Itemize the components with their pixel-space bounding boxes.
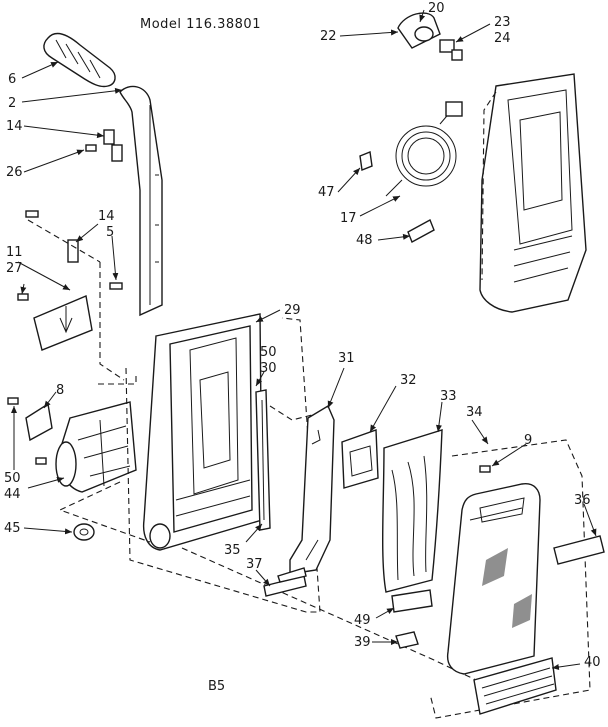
callout-50-right: 50 [260,345,277,360]
motor-cover [55,401,137,493]
callout-48: 48 [356,233,373,248]
callout-35: 35 [224,543,241,558]
screws-50-44 [7,397,47,465]
guide-bag-holder [269,405,317,421]
switch-assembly-22 [397,12,441,49]
power-cord-17 [385,101,463,197]
callout-31: 31 [338,351,355,366]
plug-48 [407,219,435,243]
guide-handle [99,262,125,381]
upper-handle-tube [119,85,163,317]
callout-32: 32 [400,373,417,388]
handle-grip [43,32,116,88]
model-title: Model 116.38801 [140,17,261,32]
callout-14: 14 [6,119,23,134]
callout-22: 22 [320,29,337,44]
handle-clip [103,129,123,162]
bag-collar-32 [341,429,379,489]
clip-39 [395,631,419,649]
filter-49 [391,589,433,613]
callout-45: 45 [4,521,21,536]
callout-30: 30 [260,361,277,376]
footer-code: B5 [208,679,225,694]
screw-5 [109,282,123,290]
door-glare-marks [482,548,532,628]
guide-washer [58,481,151,543]
callout-40: 40 [584,655,601,670]
cord-hook-plate [33,295,93,351]
cord-clip-47 [359,151,373,171]
bag-holder-31 [289,404,335,575]
spring-clip [67,239,79,263]
callout-50-left: 50 [4,471,21,486]
screw-26-upper [25,144,97,218]
callout-29: 29 [284,303,301,318]
callout-47: 47 [318,185,335,200]
screw-27 [17,293,29,301]
leader-lines [11,9,597,670]
washer-45 [73,523,95,541]
gasket-35 [255,389,271,531]
guide-left [98,372,137,385]
callout-39: 39 [354,635,371,650]
back-housing [479,73,587,313]
guide-screw-26 [27,219,101,263]
callout-20: 20 [428,1,445,16]
callout-14-lower: 14 [98,209,115,224]
callout-2: 2 [8,96,16,111]
housing-group-outline [125,317,321,613]
latch-36 [553,535,605,565]
callout-9: 9 [524,433,532,448]
back-housing-outline [481,91,497,281]
screw-9 [479,465,491,473]
callout-6: 6 [8,72,16,87]
bracket-8 [25,402,53,442]
callout-8: 8 [56,383,64,398]
callout-33: 33 [440,389,457,404]
callout-23: 23 [494,15,511,30]
callout-37: 37 [246,557,263,572]
callout-17: 17 [340,211,357,226]
callout-5: 5 [106,225,114,240]
callout-36: 36 [574,493,591,508]
switch-parts-23-24 [439,39,463,61]
callout-11: 11 [6,245,23,260]
pads-37 [263,567,307,597]
callout-49: 49 [354,613,371,628]
callout-26: 26 [6,165,23,180]
paper-bag-33 [382,429,443,593]
main-body-frame [142,313,263,551]
grille-40 [473,657,557,715]
door-group-outline [429,439,591,719]
callout-27: 27 [6,261,23,276]
callout-44: 44 [4,487,21,502]
callout-24: 24 [494,31,511,46]
callout-34: 34 [466,405,483,420]
